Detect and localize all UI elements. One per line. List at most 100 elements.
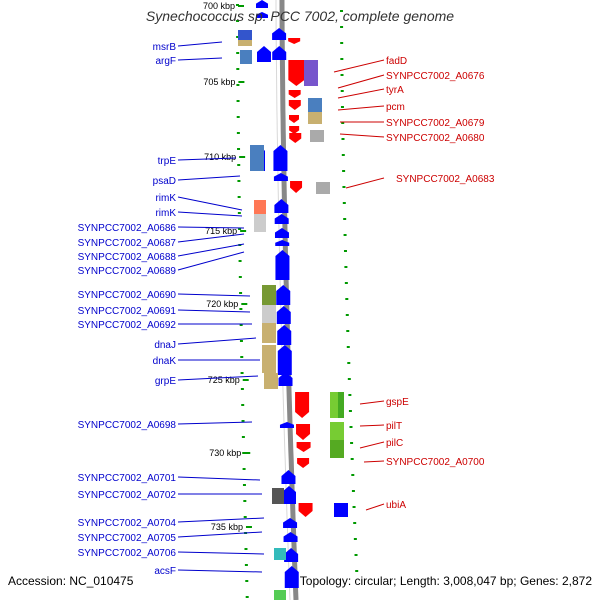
feature-box: [254, 200, 266, 214]
guide-dot: [237, 180, 241, 182]
forward-gene-arrow: [257, 46, 271, 62]
tick-label: 720 kbp: [206, 299, 238, 309]
guide-dot: [345, 314, 349, 316]
guide-dot: [239, 340, 243, 342]
forward-gene-label: rimK: [155, 208, 176, 219]
feature-box: [264, 373, 278, 389]
feature-box: [334, 503, 348, 517]
guide-dot: [345, 298, 349, 300]
feature-box: [330, 422, 344, 440]
forward-gene-arrow: [281, 470, 296, 484]
forward-gene-arrow: [279, 422, 294, 428]
feature-box: [262, 345, 276, 373]
guide-dot: [236, 100, 240, 102]
guide-dot: [242, 452, 246, 454]
reverse-gene-label: pilC: [386, 438, 403, 449]
feature-box: [316, 182, 330, 194]
leader-line: [177, 569, 263, 573]
leader-line: [339, 133, 385, 138]
guide-dot: [236, 4, 240, 6]
guide-dot: [351, 474, 355, 476]
reverse-gene-arrow: [289, 126, 300, 134]
feature-box: [238, 40, 252, 46]
feature-box: [262, 285, 276, 305]
guide-dot: [236, 36, 240, 38]
tick-mark: [242, 379, 249, 381]
tick-mark: [245, 526, 252, 528]
forward-gene-label: SYNPCC7002_A0698: [78, 420, 177, 431]
guide-dot: [341, 154, 345, 156]
feature-box: [272, 488, 284, 504]
guide-dot: [237, 148, 241, 150]
guide-dot: [340, 74, 344, 76]
leader-line: [177, 41, 223, 47]
leader-line: [345, 177, 385, 189]
feature-box: [304, 60, 318, 86]
guide-dot: [351, 490, 355, 492]
guide-dot: [343, 218, 347, 220]
forward-gene-arrow: [277, 325, 292, 345]
guide-dot: [236, 68, 240, 70]
reverse-gene-arrow: [296, 424, 311, 440]
guide-dot: [244, 548, 248, 550]
forward-gene-label: SYNPCC7002_A0688: [78, 252, 177, 263]
forward-gene-arrow: [272, 28, 287, 40]
forward-gene-label: SYNPCC7002_A0687: [78, 238, 177, 249]
feature-box: [274, 548, 286, 560]
guide-dot: [354, 554, 358, 556]
gene-labels: msrBargFtrpEpsaDrimKrimKSYNPCC7002_A0686…: [78, 42, 495, 577]
reverse-gene-arrow: [295, 392, 310, 418]
guide-dot: [341, 122, 345, 124]
reverse-gene-label: ubiA: [386, 500, 406, 511]
leader-line: [177, 243, 245, 257]
guide-dot: [343, 250, 347, 252]
reverse-gene-label: pcm: [386, 102, 405, 113]
tick-mark: [240, 230, 247, 232]
forward-gene-label: SYNPCC7002_A0690: [78, 290, 177, 301]
feature-box: [330, 392, 340, 418]
forward-gene-label: SYNPCC7002_A0705: [78, 533, 177, 544]
guide-dot: [236, 116, 240, 118]
guide-dot: [236, 20, 240, 22]
leader-line: [333, 59, 385, 73]
leader-line: [177, 57, 223, 61]
feature-box: [308, 112, 322, 124]
reverse-gene-arrow: [288, 38, 301, 44]
guide-dot: [241, 436, 245, 438]
guide-dot: [244, 564, 248, 566]
guide-dot: [236, 132, 240, 134]
guide-dot: [238, 276, 242, 278]
guide-dot: [242, 484, 246, 486]
guide-dot: [238, 228, 242, 230]
leader-line: [359, 424, 385, 427]
guide-dot: [240, 356, 244, 358]
feature-box: [254, 214, 266, 222]
guide-dot: [340, 42, 344, 44]
forward-gene-label: msrB: [153, 42, 177, 53]
feature-box: [308, 98, 322, 112]
leader-line: [177, 251, 245, 271]
tick-label: 700 kbp: [203, 1, 235, 11]
forward-strand-features: [238, 0, 299, 600]
guide-dot: [340, 106, 344, 108]
feature-box: [254, 222, 266, 232]
guide-dot: [245, 596, 249, 598]
guide-dot: [352, 506, 356, 508]
guide-dot: [346, 346, 350, 348]
leader-line: [177, 337, 257, 345]
forward-gene-arrow: [283, 532, 298, 542]
forward-gene-arrow: [275, 250, 290, 280]
feature-box: [274, 590, 286, 600]
guide-dot: [236, 84, 240, 86]
leader-line: [177, 309, 251, 313]
forward-gene-label: rimK: [155, 193, 176, 204]
guide-dot: [239, 308, 243, 310]
forward-gene-arrow: [256, 0, 268, 8]
leader-line: [177, 375, 259, 381]
guide-dot: [347, 378, 351, 380]
guide-dot: [353, 522, 357, 524]
reverse-gene-label: fadD: [386, 56, 407, 67]
tick-label: 730 kbp: [209, 448, 241, 458]
guide-dot: [236, 52, 240, 54]
